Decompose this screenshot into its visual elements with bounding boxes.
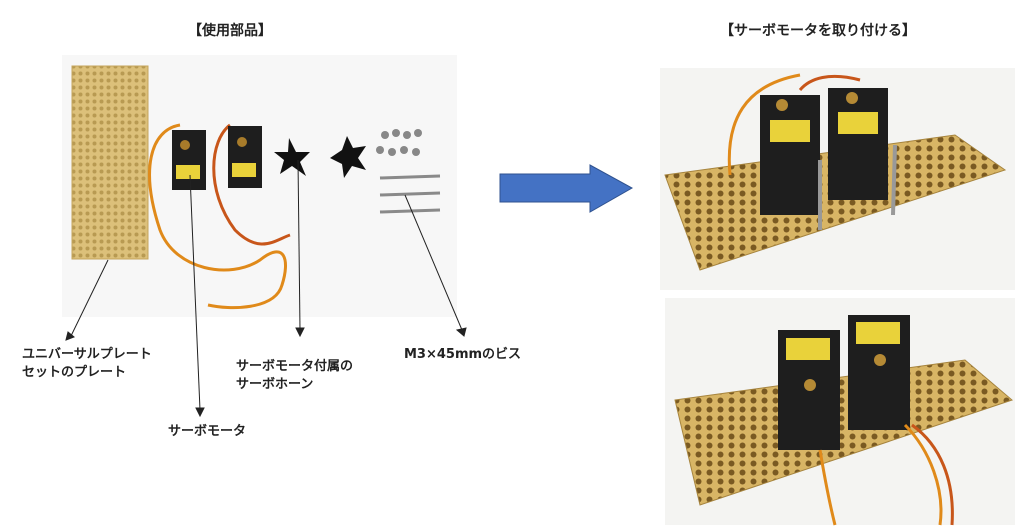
arrow-right-icon bbox=[499, 164, 634, 213]
leader-lines bbox=[65, 159, 467, 418]
label-horn-line1: サーボモータ付属の bbox=[236, 359, 354, 374]
label-servo: サーボモータ bbox=[168, 424, 247, 439]
universal-plate bbox=[71, 65, 149, 260]
assembly-photo-top bbox=[660, 68, 1015, 290]
label-screw: M3×45mmのビス bbox=[404, 347, 522, 362]
servo-2 bbox=[228, 126, 262, 188]
assembly-title: 【サーボモータを取り付ける】 bbox=[720, 23, 916, 39]
label-plate-line1: ユニバーサルプレート bbox=[22, 347, 152, 362]
label-plate: ユニバーサルプレート セットのプレート bbox=[22, 346, 152, 382]
label-plate-line2: セットのプレート bbox=[22, 365, 127, 380]
label-horn-line2: サーボホーン bbox=[236, 377, 314, 392]
servo-1 bbox=[172, 130, 206, 190]
label-horn: サーボモータ付属の サーボホーン bbox=[236, 358, 353, 394]
servo-horn-2 bbox=[330, 136, 366, 178]
screws bbox=[379, 174, 441, 214]
parts-title: 【使用部品】 bbox=[188, 23, 272, 39]
assembly-photo-bottom bbox=[665, 298, 1015, 526]
washers bbox=[376, 129, 422, 156]
servo-horn-1 bbox=[274, 138, 310, 176]
